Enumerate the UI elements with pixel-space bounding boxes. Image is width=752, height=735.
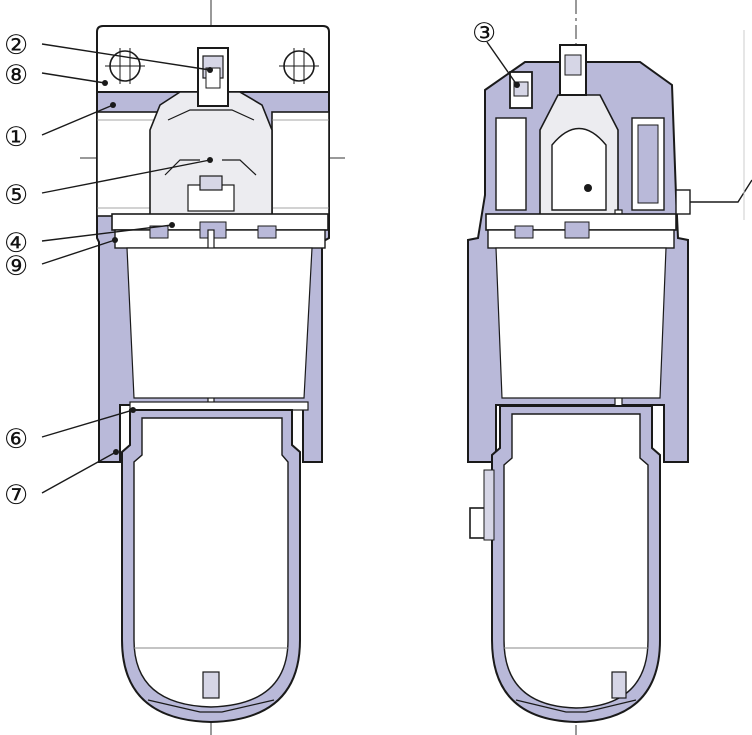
callout-label-1: ① (4, 122, 28, 153)
leader-4 (41, 224, 173, 242)
leader-2 (41, 43, 211, 71)
outlet-port (271, 111, 330, 217)
strainer-tip (202, 671, 220, 699)
bowl-inner (133, 417, 289, 708)
bowl-o-ring (129, 401, 309, 411)
valve-internals (164, 109, 257, 212)
side-section-view (467, 0, 752, 735)
leader-5 (41, 159, 211, 194)
side-fitting-leader (690, 179, 752, 203)
callout-label-8: ⑧ (4, 60, 28, 91)
side-bowl-inner (503, 413, 649, 709)
port-threads (97, 119, 329, 209)
side-port-left (495, 117, 527, 211)
callout-label-5: ⑤ (4, 180, 28, 211)
callout-labels: ② ⑧ ① ⑤ ④ ⑨ ⑥ ⑦ ③ (4, 18, 496, 511)
leader-9 (41, 239, 116, 265)
front-section-view (80, 0, 345, 735)
upper-reservoir-cavity (126, 247, 313, 399)
side-upper-cavity (495, 247, 667, 399)
bracket-bolt-hole-right (279, 48, 319, 84)
leader-7 (41, 451, 117, 494)
callout-label-2: ② (4, 30, 28, 61)
callout-dots (102, 67, 520, 455)
leader-8 (41, 72, 106, 84)
callout-label-9: ⑨ (4, 251, 28, 282)
callout-label-7: ⑦ (4, 480, 28, 511)
leader-1 (41, 104, 114, 136)
sight-dome (551, 128, 607, 211)
leader-3 (486, 41, 518, 86)
leader-6 (41, 409, 134, 438)
side-fitting (675, 189, 691, 215)
callout-label-4: ④ (4, 228, 28, 259)
callout-label-3: ③ (472, 18, 496, 49)
callout-leaders (41, 41, 518, 494)
callout-label-6: ⑥ (4, 424, 28, 455)
